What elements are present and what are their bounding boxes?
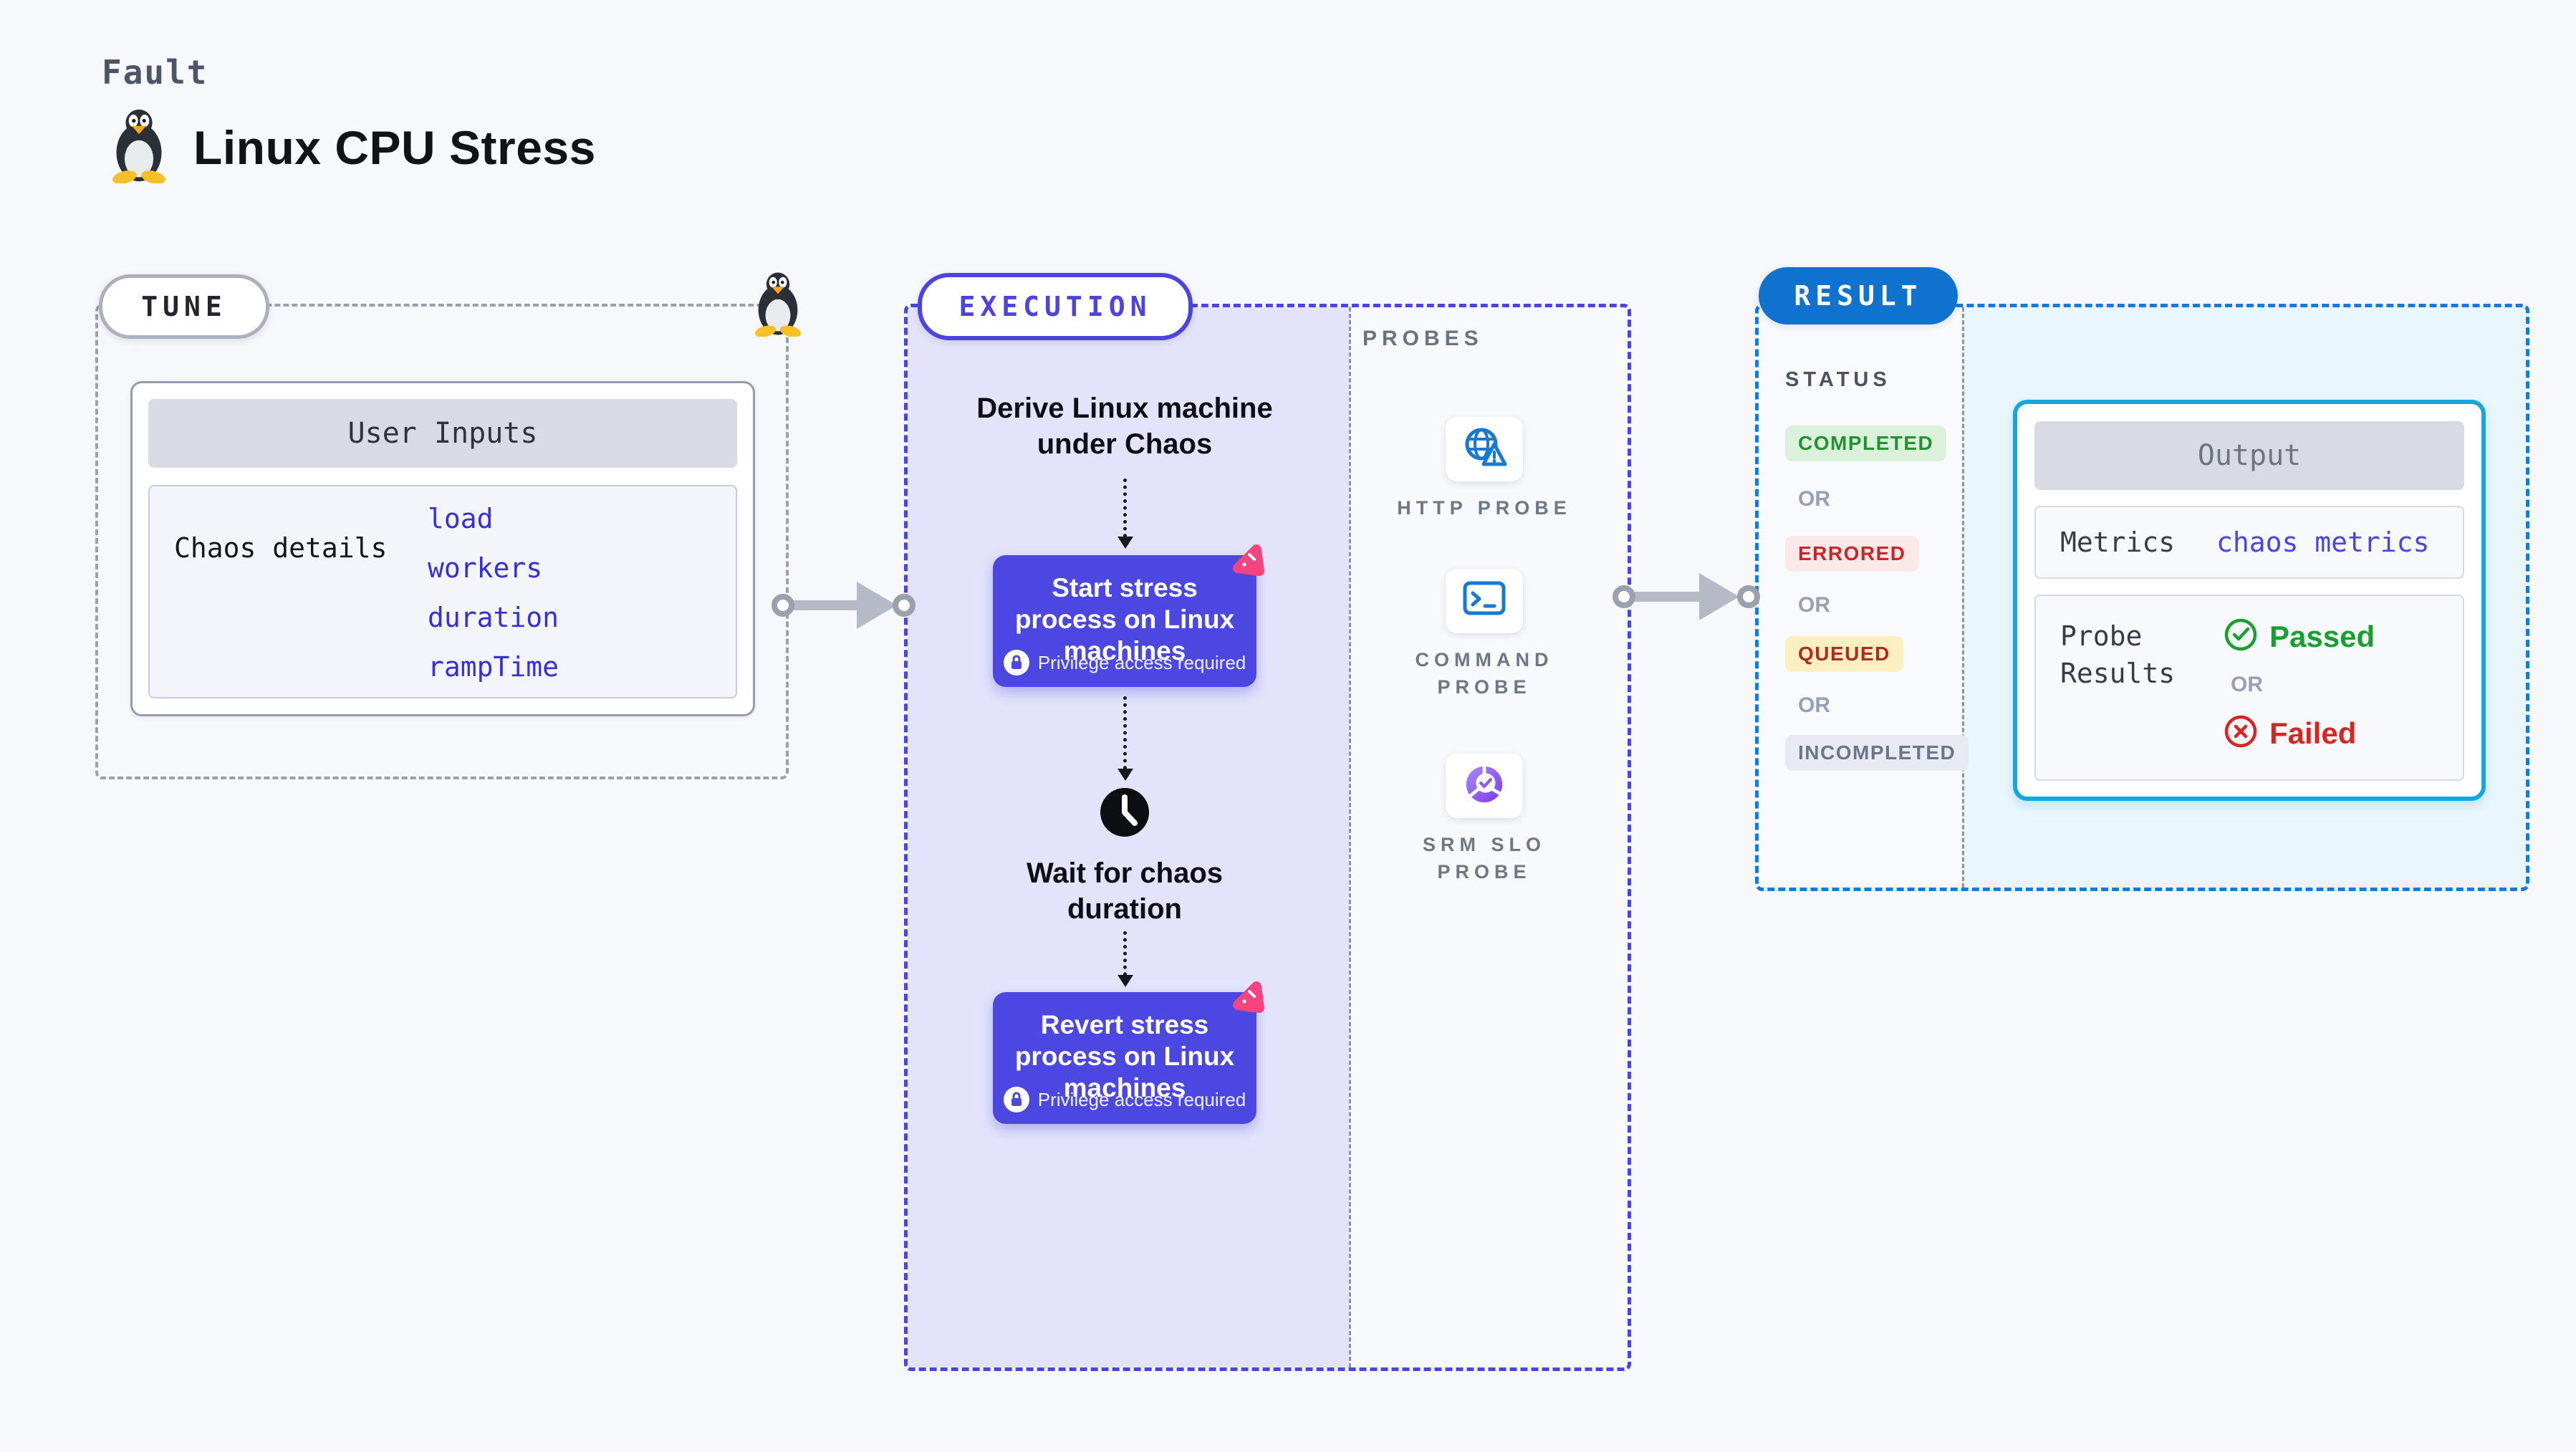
start-stress-note: Privilege access required (993, 650, 1256, 675)
or-separator: OR (2231, 673, 2263, 696)
tux-penguin-small-icon (749, 271, 807, 340)
command-probe-card (1446, 569, 1523, 633)
or-separator: OR (1798, 593, 1830, 617)
failed-row: Failed (2224, 714, 2375, 752)
start-stress-title: Start stress process on Linux machines (1014, 573, 1235, 665)
chaos-logo-badge-icon (1228, 979, 1267, 1021)
user-inputs-body: Chaos details load workers duration ramp… (148, 485, 737, 698)
revert-stress-title: Revert stress process on Linux machines (1014, 1010, 1235, 1102)
passed-row: Passed (2224, 617, 2375, 655)
chaos-inputs-list: load workers duration rampTime (428, 502, 559, 683)
status-chip-incompleted: INCOMPLETED (1785, 735, 1969, 771)
page-title: Linux CPU Stress (193, 120, 596, 174)
execution-flow-panel (908, 307, 1349, 1367)
execution-badge: EXECUTION (918, 273, 1193, 340)
chaos-details-label: Chaos details (174, 532, 388, 564)
connector-node-tune (772, 594, 794, 617)
connector-execution-result-line (1633, 592, 1712, 602)
terminal-icon (1462, 580, 1506, 622)
connector-tune-execution-line (788, 600, 871, 610)
connector-execution-result-arrowhead-icon (1699, 573, 1739, 620)
srm-slo-probe-label: SRM SLO PROBE (1422, 834, 1546, 883)
or-separator: OR (1798, 693, 1830, 717)
globe-alert-icon (1461, 425, 1507, 473)
connector-node-probes (1613, 585, 1635, 608)
flow-arrow-2-icon (1118, 696, 1133, 781)
input-link-load[interactable]: load (428, 503, 494, 534)
probes-heading: PROBES (1363, 327, 1484, 350)
http-probe-card (1446, 417, 1523, 481)
clock-icon (1099, 787, 1150, 842)
connector-node-execution (893, 594, 915, 617)
user-inputs-card: User Inputs Chaos details load workers d… (130, 381, 755, 716)
status-panel (1759, 307, 1962, 888)
status-heading: STATUS (1785, 368, 1891, 391)
probe-results-row: Probe Results Passed OR (2034, 595, 2464, 781)
chaos-logo-badge-icon (1228, 542, 1267, 585)
title-row: Linux CPU Stress (106, 107, 596, 187)
derive-step-text: Derive Linux machine under Chaos (976, 393, 1273, 460)
passed-label: Passed (2269, 619, 2375, 653)
user-inputs-header: User Inputs (148, 399, 737, 468)
srm-slo-probe-card (1446, 754, 1523, 818)
wait-step-text: Wait for chaos duration (1026, 857, 1224, 925)
execution-section (904, 304, 1631, 1371)
result-badge: RESULT (1759, 267, 1958, 324)
input-link-duration[interactable]: duration (428, 602, 559, 633)
fault-kicker: Fault (102, 53, 208, 92)
revert-stress-step: Revert stress process on Linux machines … (993, 981, 1264, 1124)
output-card: Output Metrics chaos metrics Probe Resul… (2013, 400, 2486, 801)
output-header: Output (2034, 421, 2464, 490)
http-probe-label: HTTP PROBE (1397, 497, 1572, 519)
tune-badge: TUNE (99, 274, 269, 339)
verdict-column: Passed OR Failed (2224, 617, 2375, 758)
slo-donut-check-icon (1462, 762, 1506, 810)
probe-results-label: Probe Results (2060, 620, 2176, 689)
tune-section (95, 304, 789, 779)
connector-tune-execution-arrowhead-icon (857, 582, 897, 629)
probes-panel (1349, 307, 1628, 1367)
privilege-note-text: Privilege access required (1037, 651, 1246, 673)
x-circle-icon (2224, 714, 2258, 752)
revert-stress-note: Privilege access required (993, 1087, 1256, 1112)
input-link-workers[interactable]: workers (428, 552, 543, 584)
start-stress-step: Start stress process on Linux machines P… (993, 544, 1264, 687)
status-chip-queued: QUEUED (1785, 636, 1903, 672)
tux-penguin-icon (106, 107, 172, 187)
metrics-label: Metrics (2060, 527, 2176, 558)
command-probe-label: COMMAND PROBE (1415, 649, 1554, 698)
flow-arrow-3-icon (1118, 931, 1133, 987)
privilege-note-text: Privilege access required (1037, 1088, 1246, 1110)
status-chip-completed: COMPLETED (1785, 425, 1947, 461)
input-link-ramptime[interactable]: rampTime (428, 651, 559, 683)
failed-label: Failed (2269, 716, 2357, 750)
metrics-row: Metrics chaos metrics (2034, 506, 2464, 579)
lock-icon (1003, 650, 1029, 675)
status-chip-errored: ERRORED (1785, 536, 1919, 572)
connector-node-result (1737, 585, 1760, 608)
flow-arrow-1-icon (1118, 479, 1133, 549)
lock-icon (1003, 1087, 1029, 1112)
or-separator: OR (1798, 487, 1830, 511)
chaos-metrics-link[interactable]: chaos metrics (2216, 527, 2430, 558)
check-circle-icon (2224, 617, 2258, 655)
